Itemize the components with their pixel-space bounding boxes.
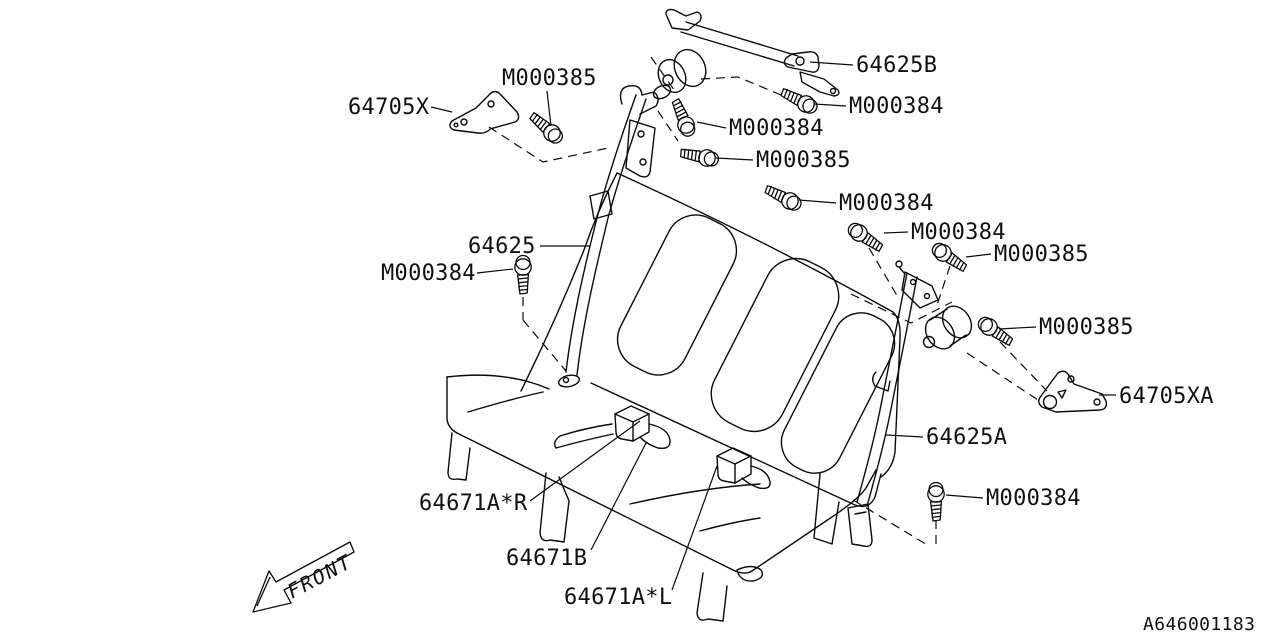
label-64625b: 64625B — [856, 53, 937, 78]
bolt-m000384-top-center — [667, 96, 699, 140]
label-64625a: 64625A — [926, 425, 1007, 450]
seat-legs — [447, 432, 840, 622]
drawing-number: A646001183 — [1143, 614, 1255, 635]
bolt-m000385-far-right — [974, 312, 1017, 351]
bolt-m000385-upper-left — [525, 108, 567, 148]
label-m000385-right-mid: M000385 — [994, 242, 1089, 267]
center-buckle-left — [553, 405, 671, 450]
seat-cushion-outline — [446, 374, 882, 574]
bracket-64705xa — [1038, 370, 1108, 413]
left-seatbelt-64625 — [557, 85, 659, 388]
label-64705xa: 64705XA — [1119, 384, 1214, 409]
label-m000384-top-right: M000384 — [849, 94, 944, 119]
label-m000384-mid-center: M000384 — [839, 191, 934, 216]
label-64705x: 64705X — [348, 95, 430, 120]
label-m000384-bottom-right: M000384 — [986, 486, 1081, 511]
label-64671a-r: 64671A*R — [419, 491, 528, 516]
bolt-m000384-mid-center — [761, 180, 805, 215]
front-arrow-label: FRONT — [283, 549, 356, 603]
top-rail-retractor-64625b — [652, 8, 840, 100]
label-m000384-left: M000384 — [381, 261, 476, 286]
label-64671a-l: 64671A*L — [564, 585, 672, 610]
center-buckle-right — [716, 447, 771, 490]
front-direction-arrow: FRONT — [252, 541, 356, 613]
label-m000385-upper-left: M000385 — [502, 66, 597, 91]
seat-line-art — [446, 8, 1108, 622]
front-arrow-icon — [252, 541, 355, 613]
bolt-m000384-bottom-right — [927, 481, 945, 522]
label-m000385-upper-center: M000385 — [756, 148, 851, 173]
right-seatbelt-64625a — [847, 260, 973, 548]
projection-dash-lines — [488, 56, 1048, 547]
seat-back-panels — [616, 214, 896, 474]
bolt-m000384-left — [514, 254, 532, 295]
bracket-64705x — [449, 90, 520, 134]
label-leader-lines — [430, 61, 1116, 591]
bolt-m000385-upper-center — [678, 143, 721, 170]
label-64625: 64625 — [468, 234, 536, 259]
seat-back-outline — [520, 172, 901, 478]
part-labels: M000385 64705X 64625B M000384 M000384 M0… — [348, 53, 1214, 610]
bolt-m000384-right-upper — [844, 218, 887, 257]
label-64671b: 64671B — [506, 546, 587, 571]
label-m000385-far-right: M000385 — [1039, 315, 1134, 340]
label-m000384-right-upper: M000384 — [911, 220, 1006, 245]
label-m000384-top-center: M000384 — [729, 116, 824, 141]
belt-tongue — [589, 190, 613, 220]
